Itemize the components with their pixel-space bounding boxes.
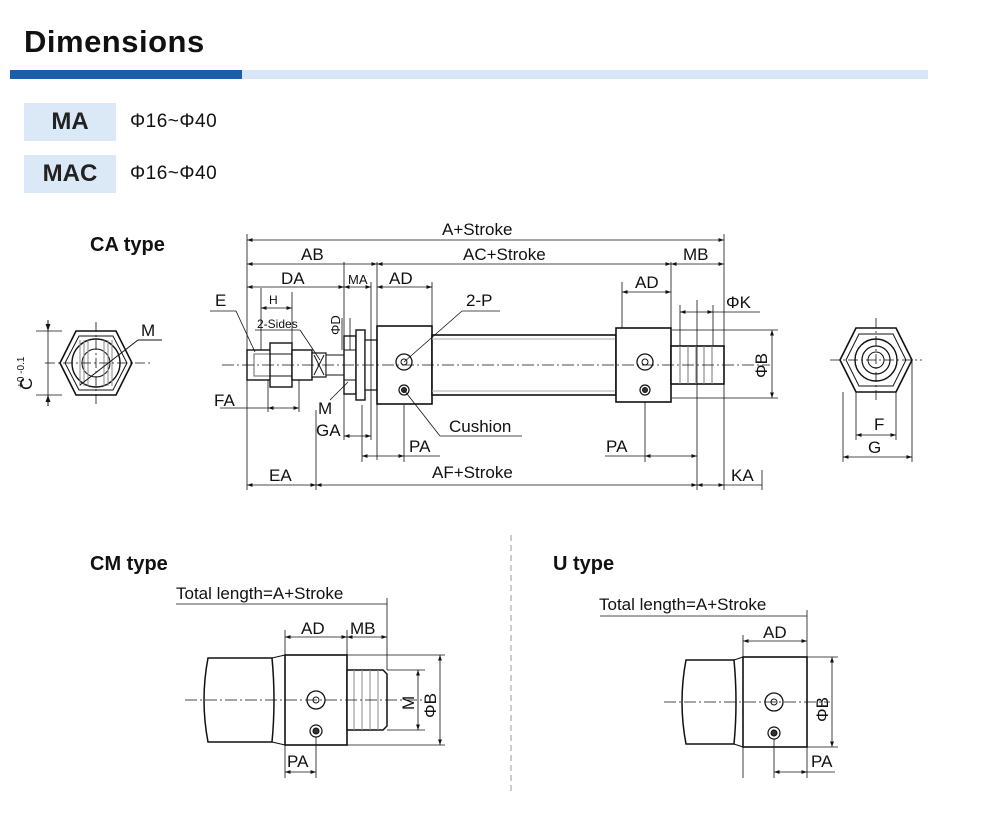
f-label: F bbox=[874, 415, 884, 434]
ka-label: KA bbox=[731, 466, 754, 485]
ma-label: MA bbox=[348, 272, 368, 287]
ca-cylinder-side-view bbox=[222, 325, 770, 405]
cm-ad-label: AD bbox=[301, 619, 325, 638]
m-label: M bbox=[318, 399, 332, 418]
ca-rod-end-view bbox=[36, 320, 162, 406]
ad-right-label: AD bbox=[635, 273, 659, 292]
m-front-label: M bbox=[141, 321, 155, 340]
title-underline bbox=[242, 70, 928, 79]
mb-label: MB bbox=[683, 245, 709, 264]
h-label: H bbox=[269, 293, 278, 307]
model-code: MAC bbox=[24, 155, 116, 193]
page-title: Dimensions bbox=[24, 24, 205, 59]
phi-b-label: ΦB bbox=[752, 353, 771, 378]
fa-label: FA bbox=[214, 391, 235, 410]
cm-type-title: CM type bbox=[90, 553, 168, 575]
a-stroke-label: A+Stroke bbox=[442, 220, 512, 239]
e-label: E bbox=[215, 291, 226, 310]
phi-k-label: ΦK bbox=[726, 293, 752, 312]
cm-mb-label: MB bbox=[350, 619, 376, 638]
cm-phi-b-label: ΦB bbox=[421, 693, 440, 718]
u-ad-label: AD bbox=[763, 623, 787, 642]
u-pa-label: PA bbox=[811, 752, 833, 771]
model-bore-range: Φ16~Φ40 bbox=[130, 163, 218, 184]
model-row-ma: MA Φ16~Φ40 bbox=[24, 103, 217, 141]
pa-right-label: PA bbox=[606, 437, 628, 456]
u-type-title: U type bbox=[553, 553, 615, 575]
cushion-label: Cushion bbox=[449, 417, 511, 436]
two-p-label: 2-P bbox=[466, 291, 492, 310]
pa-left-label: PA bbox=[409, 437, 431, 456]
title-underline-accent bbox=[10, 70, 242, 79]
ca-type-title: CA type bbox=[90, 234, 165, 256]
u-phi-b-label: ΦB bbox=[813, 697, 832, 722]
u-type-drawing bbox=[600, 610, 838, 778]
cm-m-label: M bbox=[399, 696, 418, 710]
two-sides-label: 2-Sides bbox=[257, 317, 298, 331]
phi-d-label: ΦD bbox=[328, 315, 343, 335]
ac-stroke-label: AC+Stroke bbox=[463, 245, 546, 264]
af-stroke-label: AF+Stroke bbox=[432, 463, 513, 482]
c-tolerance: +0 -0.1 bbox=[16, 356, 27, 388]
ca-dimension-lines bbox=[210, 234, 778, 490]
model-bore-range: Φ16~Φ40 bbox=[130, 111, 218, 132]
ea-label: EA bbox=[269, 466, 292, 485]
ad-left-label: AD bbox=[389, 269, 413, 288]
cm-type-drawing bbox=[176, 598, 445, 778]
ca-rear-end-view bbox=[830, 318, 922, 462]
model-code: MA bbox=[24, 103, 116, 141]
cm-total-length-label: Total length=A+Stroke bbox=[176, 584, 343, 603]
c-label: C bbox=[17, 378, 36, 390]
g-label: G bbox=[868, 438, 881, 457]
u-total-length-label: Total length=A+Stroke bbox=[599, 595, 766, 614]
ab-label: AB bbox=[301, 245, 324, 264]
model-row-mac: MAC Φ16~Φ40 bbox=[24, 155, 217, 193]
cm-pa-label: PA bbox=[287, 752, 309, 771]
da-label: DA bbox=[281, 269, 305, 288]
ga-label: GA bbox=[316, 421, 341, 440]
